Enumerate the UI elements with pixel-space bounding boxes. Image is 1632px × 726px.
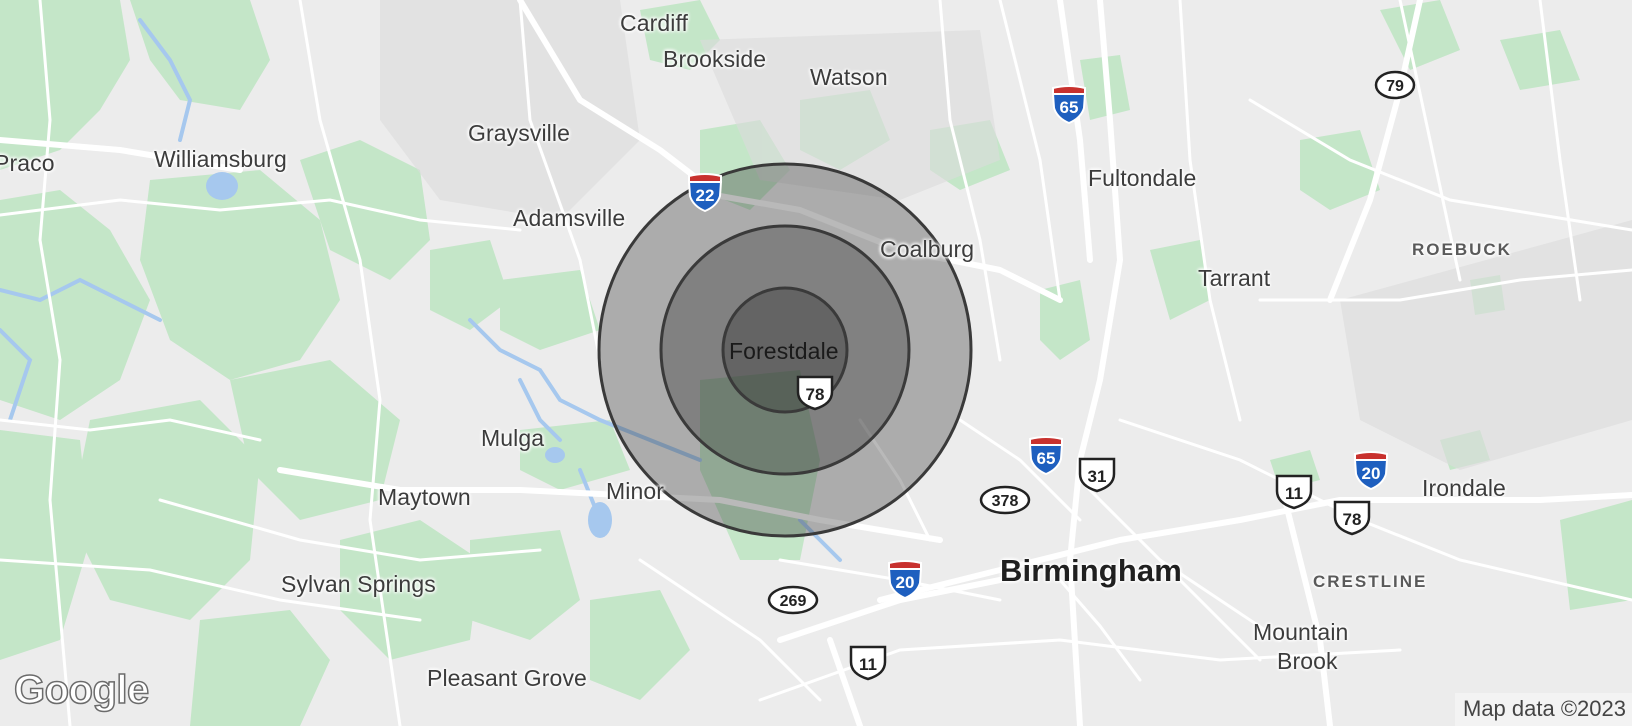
shield-number: 269: [780, 593, 807, 610]
interstate-shield-22[interactable]: 22: [687, 172, 723, 213]
state-route-shield-269[interactable]: 269: [766, 584, 820, 616]
us-route-shield-icon: 31: [1078, 457, 1116, 493]
place-label-tarrant[interactable]: Tarrant: [1198, 265, 1271, 291]
state-route-shield-icon: 79: [1374, 70, 1416, 100]
place-label-graysville[interactable]: Graysville: [468, 120, 570, 146]
place-label-cardiff[interactable]: Cardiff: [620, 10, 689, 36]
us-route-shield-78-east[interactable]: 78: [1331, 499, 1373, 537]
interstate-shield-20-west[interactable]: 20: [887, 559, 923, 600]
place-label-crestline[interactable]: CRESTLINE: [1313, 572, 1428, 591]
state-route-shield-378[interactable]: 378: [978, 484, 1032, 516]
lakes: [206, 172, 612, 538]
place-label-birmingham[interactable]: Birmingham: [1000, 553, 1182, 588]
place-label-mulga[interactable]: Mulga: [481, 425, 545, 451]
us-route-shield-31[interactable]: 31: [1076, 456, 1118, 494]
shield-number: 79: [1386, 78, 1404, 95]
place-label-roebuck[interactable]: ROEBUCK: [1412, 240, 1512, 259]
interstate-shield-icon: 20: [887, 560, 923, 600]
shield-number: 378: [992, 493, 1019, 510]
interstate-shield-20-east[interactable]: 20: [1353, 450, 1389, 491]
state-route-shield-icon: 378: [979, 485, 1031, 515]
radius-ring-middle: [659, 224, 911, 476]
shield-number: 20: [1362, 464, 1381, 483]
map-attribution[interactable]: Map data ©2023: [1455, 693, 1632, 726]
shield-number: 78: [806, 385, 825, 404]
shield-number: 20: [896, 573, 915, 592]
place-label-brookside[interactable]: Brookside: [663, 46, 767, 72]
interstate-shield-icon: 20: [1353, 451, 1389, 491]
rivers: [0, 18, 842, 562]
us-route-shield-icon: 78: [1333, 500, 1371, 536]
shield-number: 22: [696, 186, 715, 205]
state-route-shield-79[interactable]: 79: [1373, 69, 1417, 101]
interstate-shield-icon: 22: [687, 173, 723, 213]
interstate-shield-icon: 65: [1028, 436, 1064, 476]
us-route-shield-11-east[interactable]: 11: [1273, 473, 1315, 511]
place-label-fultondale[interactable]: Fultondale: [1088, 165, 1197, 191]
place-label-coalburg[interactable]: Coalburg: [880, 236, 975, 262]
place-label-williamsburg[interactable]: Williamsburg: [154, 146, 287, 172]
interstate-shield-icon: 65: [1051, 85, 1087, 125]
us-route-shield-78-center[interactable]: 78: [794, 374, 836, 412]
place-label-irondale[interactable]: Irondale: [1422, 475, 1506, 501]
us-route-shield-icon: 11: [1275, 474, 1313, 510]
place-label-mountain-brook-line1[interactable]: Mountain: [1253, 619, 1349, 645]
place-label-sylvan-springs[interactable]: Sylvan Springs: [281, 571, 436, 597]
interstate-shield-65-north[interactable]: 65: [1051, 84, 1087, 125]
terrain-shading: [380, 0, 1632, 470]
state-route-shield-icon: 269: [767, 585, 819, 615]
google-logo[interactable]: Google: [13, 667, 150, 713]
us-route-shield-icon: 78: [796, 375, 834, 411]
place-label-adamsville[interactable]: Adamsville: [513, 205, 626, 231]
us-route-shield-11-south[interactable]: 11: [847, 644, 889, 682]
place-label-watson[interactable]: Watson: [810, 64, 888, 90]
shield-number: 11: [859, 655, 877, 674]
shield-number: 31: [1088, 467, 1107, 486]
interstate-shield-65-south[interactable]: 65: [1028, 435, 1064, 476]
radius-ring-outer: [597, 162, 973, 538]
us-route-shield-icon: 11: [849, 645, 887, 681]
place-label-forestdale[interactable]: Forestdale: [729, 338, 839, 364]
shield-number: 78: [1343, 510, 1362, 529]
shield-number: 65: [1060, 98, 1079, 117]
place-label-praco[interactable]: Praco: [0, 150, 55, 176]
place-label-minor[interactable]: Minor: [606, 478, 665, 504]
place-label-maytown[interactable]: Maytown: [378, 484, 471, 510]
place-label-mountain-brook-line2[interactable]: Brook: [1277, 648, 1338, 674]
place-label-pleasant-grove[interactable]: Pleasant Grove: [427, 665, 587, 691]
shield-number: 11: [1285, 484, 1303, 503]
shield-number: 65: [1037, 449, 1056, 468]
